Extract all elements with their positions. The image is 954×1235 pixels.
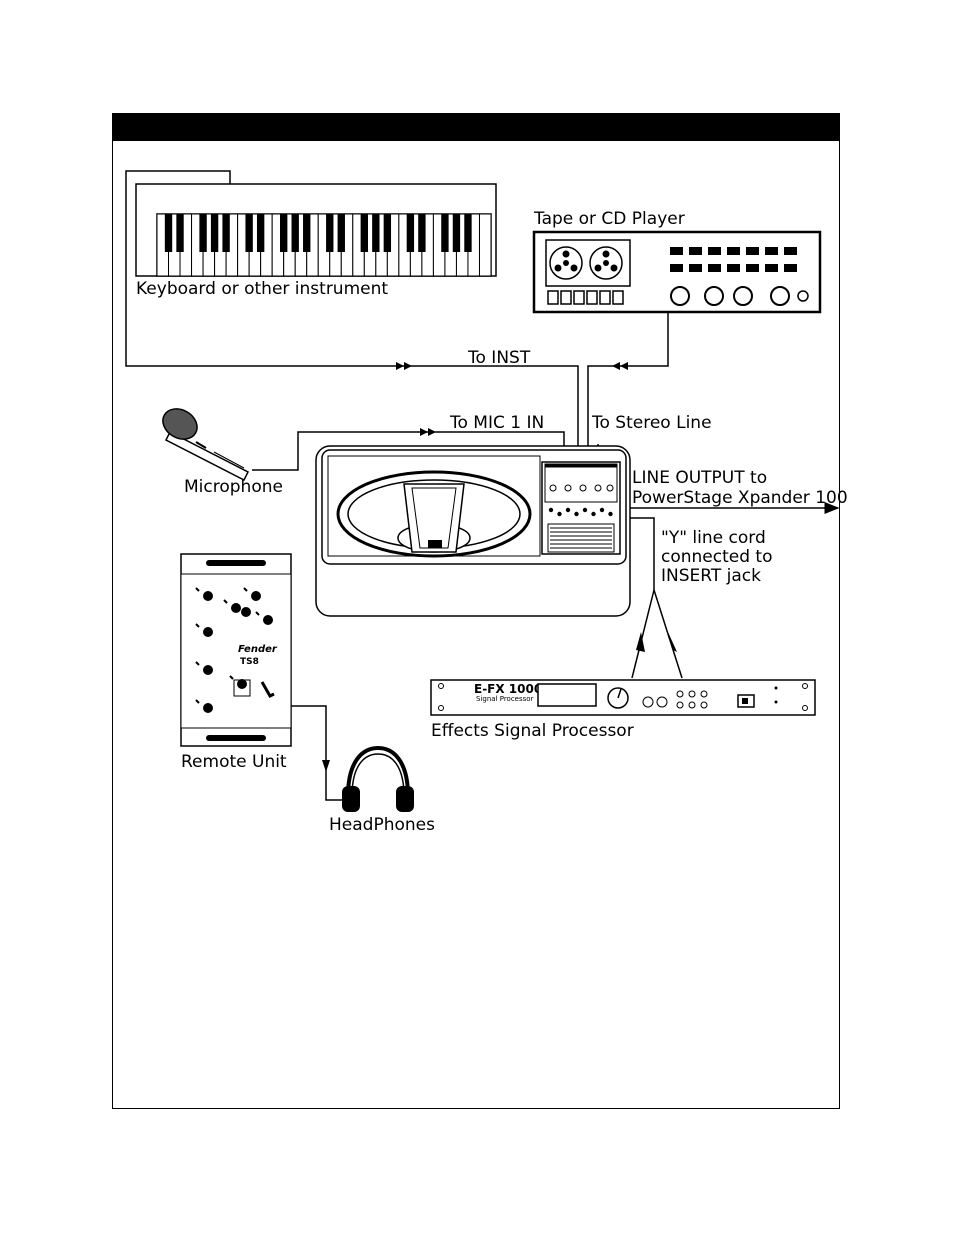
headphones-label: HeadPhones [329,815,435,835]
control-pad [670,264,683,272]
amplifier [316,446,630,616]
to-mic-label: To MIC 1 IN [449,413,544,433]
black-key [245,214,252,252]
input-jack [595,485,601,491]
black-key [361,214,368,252]
reel-right-icon [590,247,622,279]
control-pad [708,247,721,255]
control-pad [708,264,721,272]
remote-knob [251,591,261,601]
remote-knob [203,591,213,601]
remote-knob [203,627,213,637]
panel-knob [600,508,604,512]
control-pad [765,247,778,255]
panel-knob [608,512,612,516]
to-stereo-label: To Stereo Line [591,413,712,433]
black-key [280,214,287,252]
effects-subtitle: Signal Processor [476,695,534,703]
remote-knob [203,703,213,713]
control-pad [689,247,702,255]
input-jack [580,485,586,491]
black-key [165,214,172,252]
transport-button [613,291,623,304]
black-key [384,214,391,252]
microphone-icon [157,403,248,480]
remote-label: Remote Unit [181,752,287,772]
black-key [211,214,218,252]
line-output-label-1: LINE OUTPUT to [632,468,767,488]
control-pad [746,247,759,255]
effects-model: E-FX 1000 [474,682,542,696]
input-jack [607,485,613,491]
white-key [479,214,491,276]
transport-button [561,291,571,304]
black-key [441,214,448,252]
black-key [257,214,264,252]
line-output-label-2: PowerStage Xpander 100 [632,488,848,508]
black-key [303,214,310,252]
control-pad [765,264,778,272]
headphones-icon [342,748,414,812]
remote-logo: Fender [238,644,278,655]
control-pad [670,247,683,255]
effects-processor: E-FX 1000 Signal Processor [431,680,815,715]
microphone-label: Microphone [184,477,283,497]
black-key [176,214,183,252]
black-key [338,214,345,252]
remote-logo-model: TS8 [240,657,259,667]
input-jack [550,485,556,491]
control-pad [727,264,740,272]
control-pad [689,264,702,272]
transport-button [600,291,610,304]
black-key [326,214,333,252]
remote-unit: Fender TS8 [181,554,291,746]
black-key [453,214,460,252]
panel-knob [574,512,578,516]
effects-label: Effects Signal Processor [431,721,634,741]
black-key [464,214,471,252]
control-pad [784,264,797,272]
panel-knob [566,508,570,512]
tape-label: Tape or CD Player [533,209,685,229]
remote-knob [203,665,213,675]
y-cord-label-3: INSERT jack [661,566,761,586]
input-jack [565,485,571,491]
cable-tape-to-stereo [588,312,668,466]
panel-knob [549,508,553,512]
transport-button [548,291,558,304]
remote-knob [263,615,273,625]
to-inst-label: To INST [467,348,531,368]
transport-button [587,291,597,304]
panel-knob [591,512,595,516]
y-cord-label-2: connected to [661,547,773,567]
remote-knob [241,607,251,617]
control-pad [784,247,797,255]
black-key [418,214,425,252]
black-key [222,214,229,252]
control-pad [746,264,759,272]
keyboard-label: Keyboard or other instrument [136,279,388,299]
reel-left-icon [550,247,582,279]
white-keys [157,214,491,276]
control-pad [727,247,740,255]
panel-knob [557,512,561,516]
keyboard-instrument [136,184,496,276]
black-key [292,214,299,252]
remote-knob [231,603,241,613]
y-cord-label-1: "Y" line cord [661,528,766,548]
tape-cd-player [534,232,820,312]
black-key [407,214,414,252]
black-key [372,214,379,252]
panel-knob [583,508,587,512]
black-key [199,214,206,252]
transport-button [574,291,584,304]
